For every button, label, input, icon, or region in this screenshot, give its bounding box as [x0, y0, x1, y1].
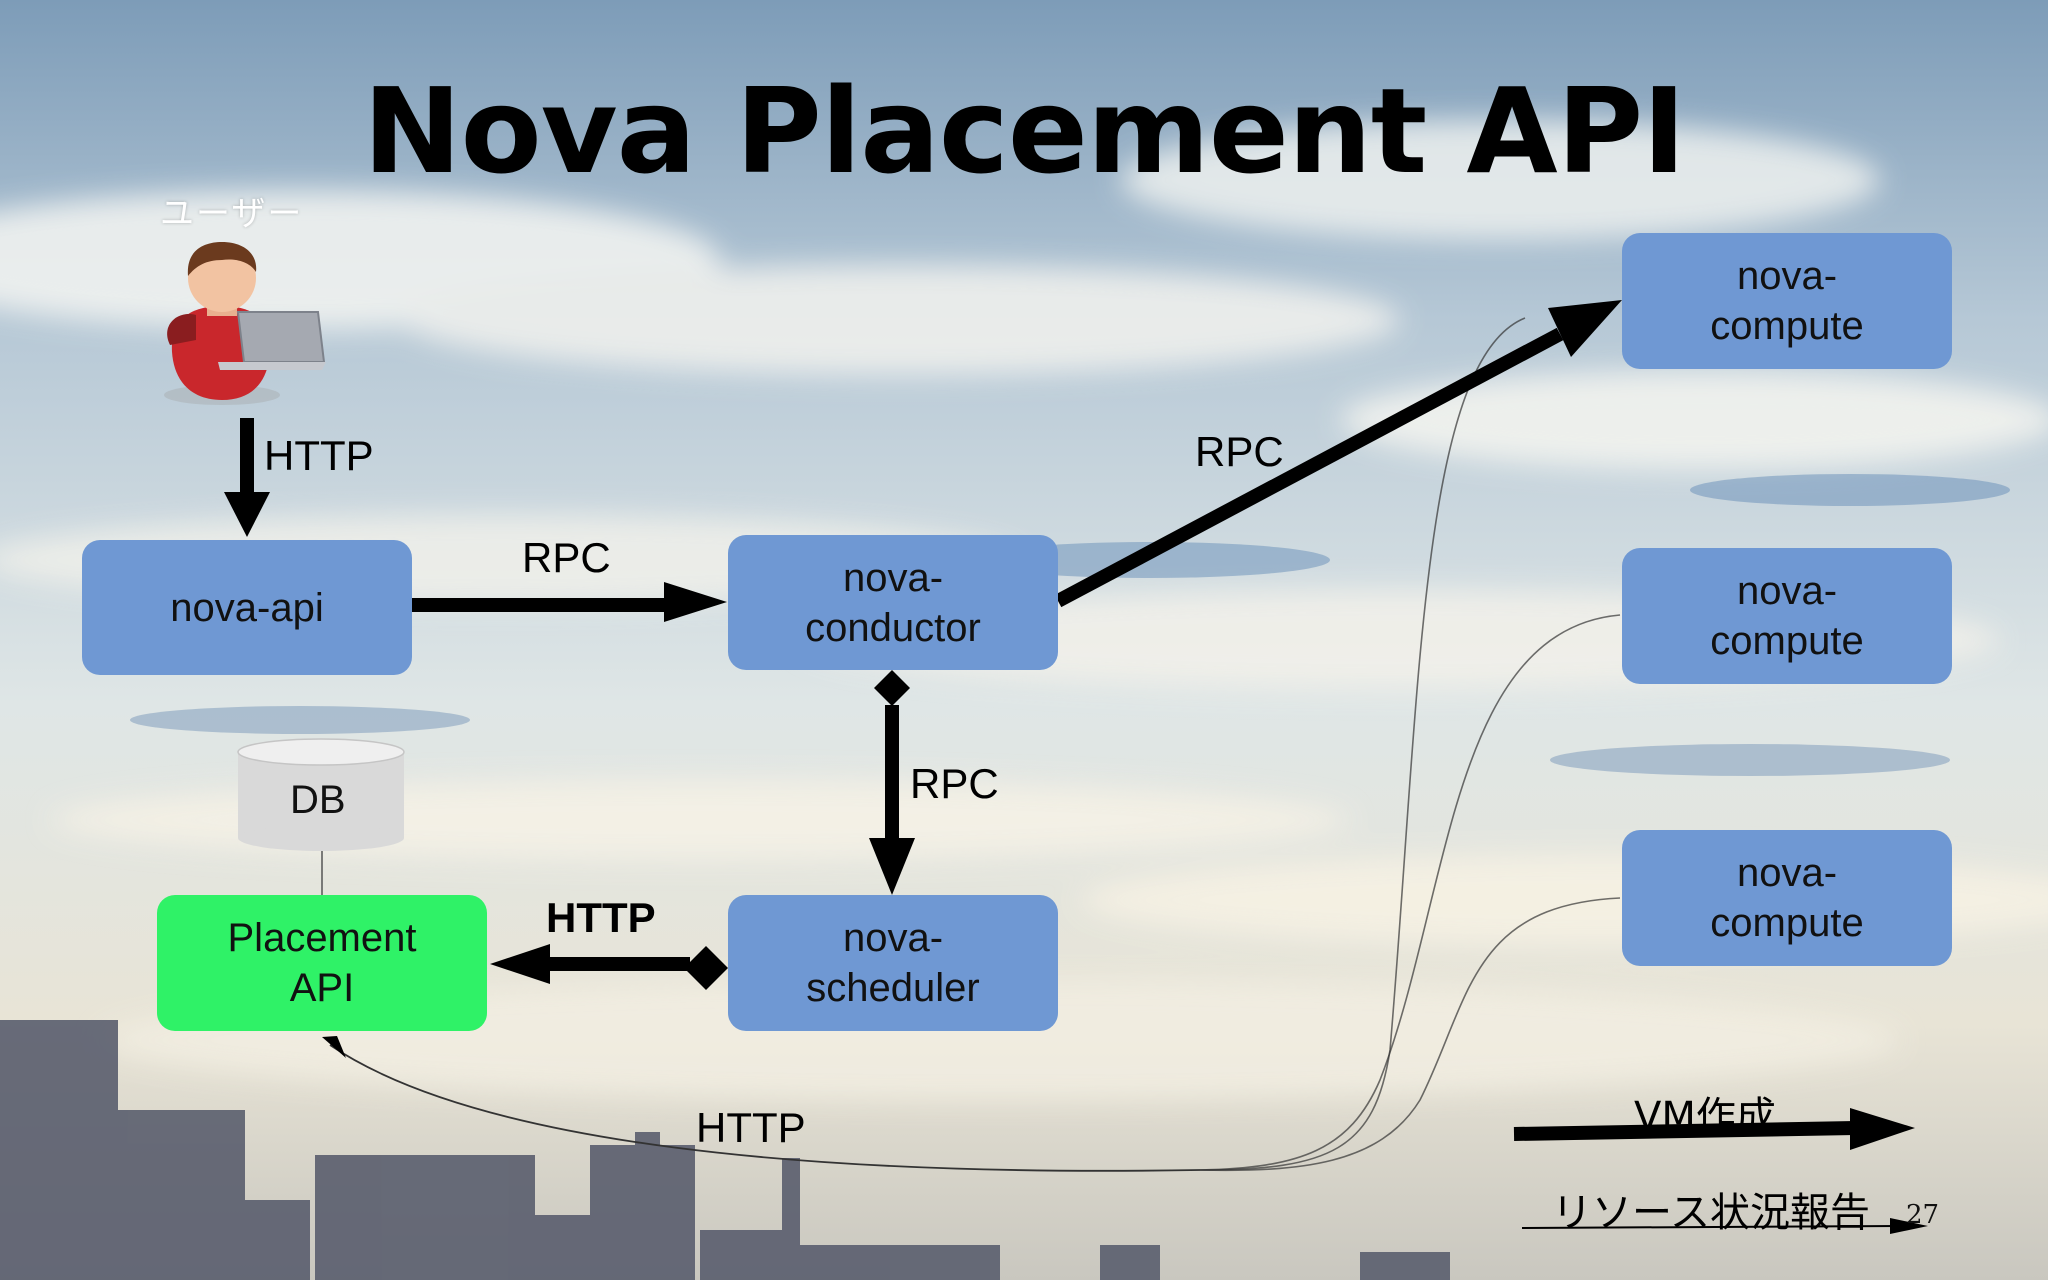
nova-conductor-node: nova- conductor	[728, 535, 1058, 670]
nova-compute-node-2: nova- compute	[1622, 548, 1952, 684]
conductor-to-compute-arrowhead	[1548, 300, 1622, 357]
edge-label-user-to-api: HTTP	[264, 432, 374, 479]
report-curve-3	[1199, 897, 1621, 1172]
nova-compute-label-1: nova- compute	[1710, 254, 1864, 348]
scheduler-to-placement-arrowhead	[490, 944, 550, 984]
nova-scheduler-label: nova- scheduler	[806, 916, 980, 1010]
nova-api-node: nova-api	[82, 540, 412, 675]
nova-api-label: nova-api	[170, 585, 324, 630]
api-to-conductor-arrowhead	[664, 582, 727, 622]
scheduler-diamond	[684, 946, 728, 990]
conductor-to-scheduler-arrowhead	[869, 838, 915, 895]
legend-vm-create-arrowhead	[1850, 1108, 1915, 1150]
legend-vm-create: VM作成	[1634, 1094, 1776, 1140]
nova-scheduler-node: nova- scheduler	[728, 895, 1058, 1031]
db-cylinder	[237, 738, 405, 851]
placement-api-label: Placement API	[227, 916, 417, 1010]
user-to-api-arrowhead	[224, 492, 270, 537]
conductor-diamond	[874, 670, 910, 706]
user-with-laptop-icon	[164, 242, 326, 405]
report-curve-main	[329, 1044, 1201, 1172]
nova-compute-label-2: nova- compute	[1710, 569, 1864, 663]
legend-resource-report: リソース状況報告	[1552, 1190, 1870, 1236]
legend-report-arrow	[1521, 1225, 1901, 1229]
edge-label-scheduler-to-placement: HTTP	[546, 894, 656, 941]
page-number: 27	[1906, 1200, 1940, 1230]
legend-report-arrowhead	[1890, 1218, 1928, 1234]
nova-compute-node-3: nova- compute	[1622, 830, 1952, 966]
user-label: ユーザー	[160, 194, 304, 234]
slide-title: Nova Placement API	[362, 62, 1686, 200]
nova-conductor-label: nova- conductor	[805, 555, 981, 650]
db-label: DB	[290, 778, 346, 822]
placement-api-node: Placement API	[157, 895, 487, 1031]
edge-label-conductor-to-compute: RPC	[1195, 428, 1284, 475]
conductor-to-compute-arrow	[1054, 327, 1564, 608]
nova-compute-label-3: nova- compute	[1710, 851, 1864, 945]
nova-compute-node-1: nova- compute	[1622, 233, 1952, 369]
edge-label-conductor-to-scheduler: RPC	[910, 760, 999, 807]
edge-label-compute-to-placement: HTTP	[696, 1104, 806, 1151]
edge-label-api-to-conductor: RPC	[522, 534, 611, 581]
report-curve-arrowhead	[322, 1036, 346, 1058]
report-curve-1	[1199, 317, 1526, 1171]
report-curve-2	[1199, 614, 1621, 1171]
legend-vm-create-arrow	[1513, 1121, 1856, 1141]
